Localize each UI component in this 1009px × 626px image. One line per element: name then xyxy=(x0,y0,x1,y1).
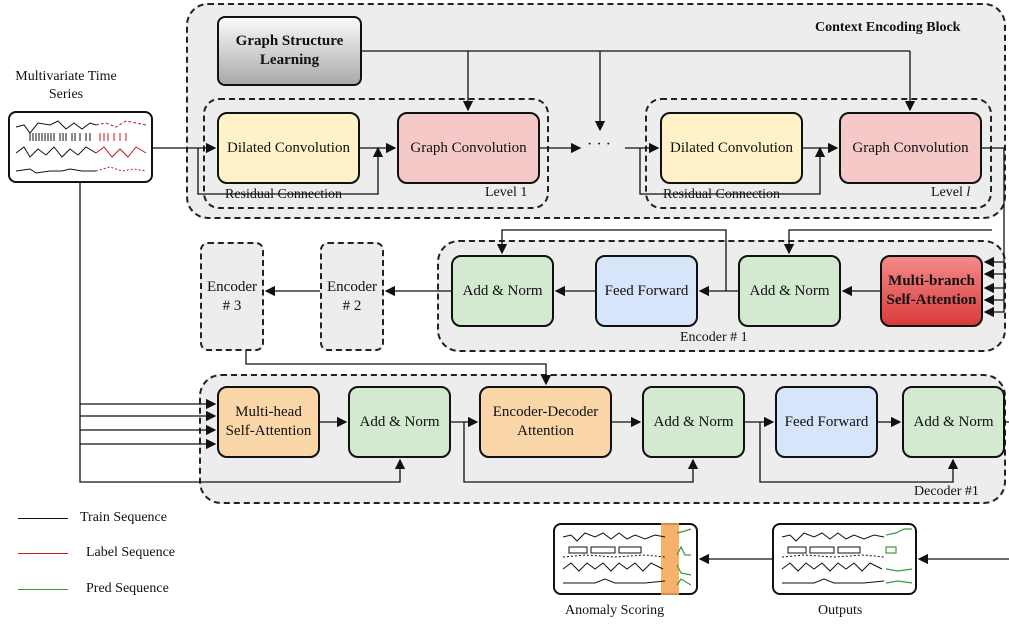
legend-pred-label: Pred Sequence xyxy=(86,581,169,596)
multi-branch-self-attention-box: Multi-branch Self-Attention xyxy=(880,255,983,327)
legend-train-label: Train Sequence xyxy=(80,510,167,525)
encoder-decoder-attention-box: Encoder-Decoder Attention xyxy=(479,386,612,458)
level1-graph-convolution-box: Graph Convolution xyxy=(397,112,540,184)
decoder1-add-norm-2-box: Add & Norm xyxy=(642,386,745,458)
decoder-residual-3 xyxy=(759,422,959,483)
input-title: Multivariate Time Series xyxy=(15,69,117,102)
anomaly-scoring-caption: Anomaly Scoring xyxy=(565,603,665,618)
legend-label-label: Label Sequence xyxy=(86,545,176,560)
levell-residual-path xyxy=(639,146,826,195)
encoder1-caption: Encoder # 1 xyxy=(680,330,748,345)
encoder3-box: Encoder # 3 xyxy=(200,242,264,351)
levell-dilated-convolution-box: Dilated Convolution xyxy=(660,112,803,184)
multi-head-self-attention-box: Multi-head Self-Attention xyxy=(217,386,320,458)
levell-caption-variable: l xyxy=(966,185,971,200)
input-series-thumbnail xyxy=(8,111,153,183)
arrow-encoder-to-eda xyxy=(245,351,552,386)
encoder-residual-1 xyxy=(496,229,727,291)
decoder-residual-1 xyxy=(79,183,406,483)
encoder-residual-2 xyxy=(783,229,992,255)
encoder1-add-norm-2-box: Add & Norm xyxy=(738,255,841,327)
level1-residual-path xyxy=(197,146,384,195)
legend-train-line xyxy=(18,518,68,519)
decoder1-caption: Decoder #1 xyxy=(914,484,979,499)
context-output-path xyxy=(982,147,1005,312)
decoder1-add-norm-1-box: Add & Norm xyxy=(348,386,451,458)
encoder2-label: Encoder # 2 xyxy=(327,278,377,314)
level1-dilated-convolution-box: Dilated Convolution xyxy=(217,112,360,184)
levels-ellipsis: · · · xyxy=(587,136,611,153)
encoder1-add-norm-1-box: Add & Norm xyxy=(451,255,554,327)
graph-structure-learning-box: Graph Structure Learning xyxy=(217,16,362,86)
levell-caption-text: Level xyxy=(931,185,967,200)
encoder3-label: Encoder # 3 xyxy=(207,278,257,314)
legend-label-line xyxy=(18,553,68,554)
anomaly-band xyxy=(661,523,679,595)
levell-caption: Level l xyxy=(931,185,970,201)
decoder-residual-2 xyxy=(463,422,699,483)
outputs-sparkline xyxy=(781,528,913,584)
anomaly-scoring-thumbnail xyxy=(553,523,698,595)
level1-caption: Level 1 xyxy=(485,185,528,200)
encoder1-feed-forward-box: Feed Forward xyxy=(595,255,698,327)
anomaly-scoring-sparkline xyxy=(562,528,692,586)
decoder1-feed-forward-box: Feed Forward xyxy=(775,386,878,458)
encoder2-box: Encoder # 2 xyxy=(320,242,384,351)
input-series-sparkline xyxy=(15,120,147,174)
outputs-caption: Outputs xyxy=(818,603,863,618)
outputs-thumbnail xyxy=(772,523,917,595)
levell-graph-convolution-box: Graph Convolution xyxy=(839,112,982,184)
legend-pred-line xyxy=(18,589,68,590)
context-encoding-title: Context Encoding Block xyxy=(815,20,961,35)
decoder1-add-norm-3-box: Add & Norm xyxy=(902,386,1005,458)
